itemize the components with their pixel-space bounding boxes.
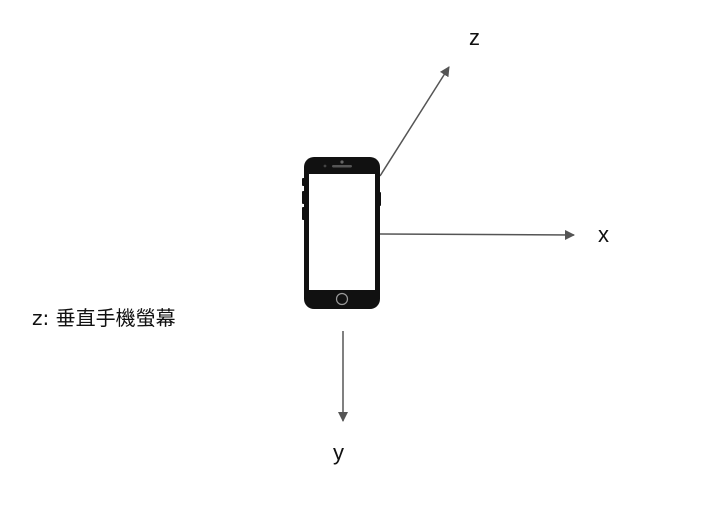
home-button bbox=[335, 292, 349, 306]
z-axis-label: z bbox=[469, 25, 480, 50]
x-axis-arrow bbox=[379, 229, 575, 240]
z-axis-arrow bbox=[379, 66, 450, 177]
smartphone-icon bbox=[302, 157, 381, 309]
x-axis-label: x bbox=[598, 222, 609, 247]
z-axis-note: z: 垂直手機螢幕 bbox=[32, 306, 176, 330]
phone-screen bbox=[309, 174, 375, 290]
y-axis-label: y bbox=[333, 440, 344, 465]
